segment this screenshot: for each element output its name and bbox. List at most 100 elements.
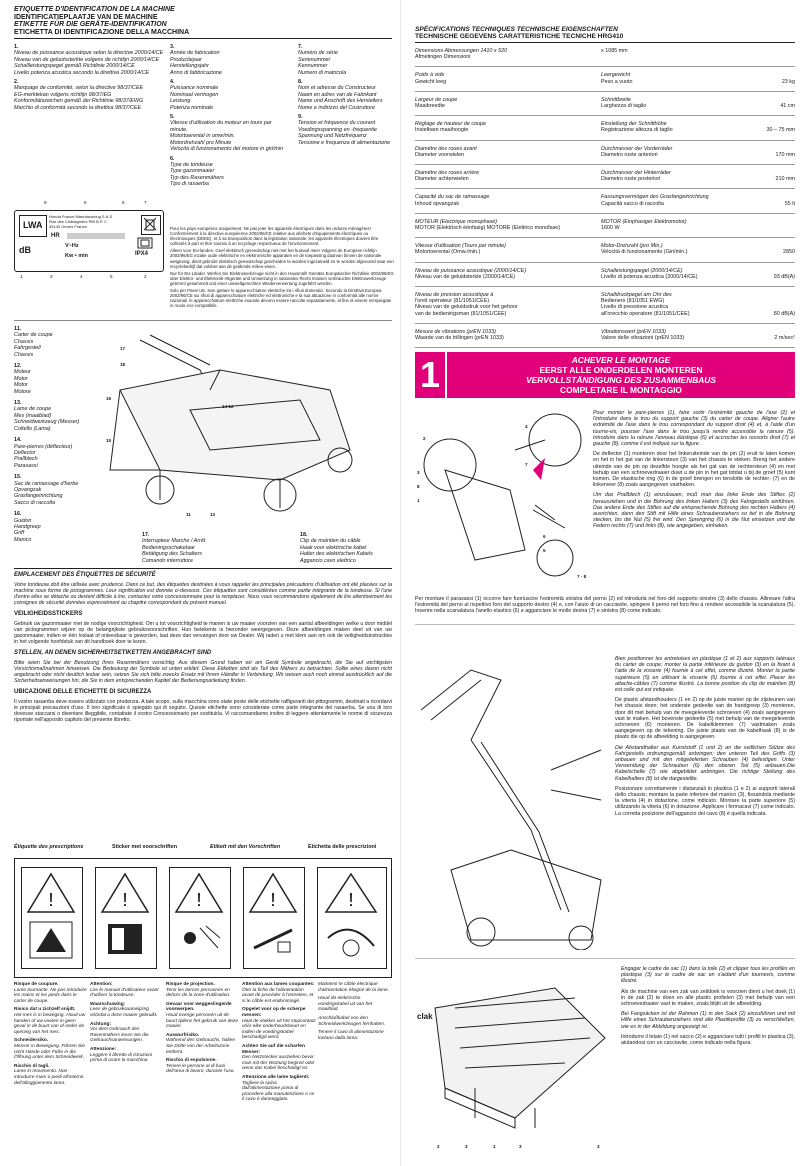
spec-label-line: Capacità sacco di raccolta (601, 200, 664, 207)
svg-text:!: ! (270, 890, 275, 910)
warning-body: Lees de gebruiksaanwijzing vóórdat u dez… (90, 1007, 158, 1018)
step2-de: Die Abstandhalter aus Kunststoff (1 und … (615, 744, 795, 782)
step3-de: Bei Fangsäcken ist der Rahmen (1) in den… (621, 1011, 795, 1030)
spec-label-line: Diamètre des roues arrière (415, 170, 480, 176)
spec-label-alt: MOTOR (Einphasiger Elektromotor)1600 W (601, 219, 741, 231)
spec-label-line: Waarde van de trillingen (prEN 1033) (415, 335, 504, 341)
warning-body: Tenere le persone al di fuori dell'area … (166, 1063, 235, 1075)
warning-body: Tenir les tierces personnes en dehors de… (166, 987, 231, 999)
warning-body: Ôter la fiche de l'alimentation avant de… (242, 987, 314, 1004)
part-line: Clip de maintien du câble (300, 538, 361, 545)
spec-label-line: Diameter voorwielen (415, 151, 465, 158)
spec-label-alt: Schalleistungspegel (2000/14/CE)Livello … (601, 268, 741, 280)
spec-label-alt: Vibrationswert (prEN 1033)Valore delle v… (601, 329, 741, 341)
part-line: Mes (maaiblad) (14, 412, 52, 419)
id-line: Schallleistungspegel gemäß Richtlinie 20… (14, 63, 135, 70)
spec-label-line: MOTEUR (Electrique monophasé) (415, 218, 498, 225)
safety-text-fr: Votre tondeuse doit être utilisée avec p… (14, 582, 392, 606)
id-line: Tipo di rasaerba (170, 181, 209, 188)
part-number: 11. (14, 326, 22, 332)
double-insulation-icon (137, 237, 153, 249)
spec-label: MOTEUR (Electrique monophasé)MOTOR (Elek… (415, 219, 595, 231)
spec-label-line: Mesure de vibrations (prEN 1033) (415, 328, 496, 335)
warning-body: Houd de elektrische voedingskabel uit va… (318, 996, 373, 1013)
spec-label-line: Motortoerental (Omw./min.) (415, 249, 481, 256)
spec-value: 210 mm (775, 176, 795, 183)
spec-label-line: Instelbare maaihoogte (415, 127, 469, 134)
spec-title-1: SPÉCIFICATIONS TECHNIQUES TECHNISCHE EIG… (415, 26, 618, 33)
spec-label-line: Einstellung der Schnitthöhe (601, 121, 667, 128)
part-line: Motore (14, 388, 31, 395)
warning-heading: Achtung: (90, 1021, 112, 1027)
safety-title-nl: VEILIGHEIDSSTICKERS (14, 611, 83, 617)
svg-text:!: ! (196, 890, 201, 910)
svg-text:!: ! (48, 890, 53, 910)
id-line: 8. (298, 79, 303, 86)
eu-note-de: Nur für EU-Länder. Werfen Sie Elektrower… (170, 270, 394, 286)
id-line: Herstellungsjahr (170, 63, 209, 70)
step2-text: Bien positionner les entretoises en plas… (615, 656, 795, 817)
id-line: Velocità di funzionamento del motore in … (170, 146, 284, 153)
blade-unplug-pictogram: ! (243, 867, 305, 969)
part-number: 15. (14, 474, 22, 481)
part-line: Pare-pierres (déflecteur) (14, 443, 73, 450)
step3-fr: Engager le cadre de sac (1) dans la toil… (621, 966, 795, 985)
fig1-callout: 6 (543, 534, 546, 539)
spec-label-line: Largeur de coupe (415, 96, 458, 103)
banner-line: EERST ALLE ONDERDELEN MONTEREN (539, 365, 703, 375)
spec-label-line: Diameter achterwielen (415, 176, 469, 183)
fig3-callout: 3 (519, 1144, 522, 1149)
id-line: Spannung und Netzfrequenz (298, 133, 367, 140)
title-de: ETIKETTE FÜR DIE GERÄTE-IDENTIFIKATION (14, 21, 167, 28)
warning-column: Risque de coupure.Lame tournante. Ne pas… (14, 982, 88, 1086)
plate-callout: 3 (50, 274, 53, 279)
mower-callout: 17 (120, 346, 126, 351)
spec-label-line: Peso a vuoto (601, 78, 633, 85)
plate-ipx: IPX4 (135, 251, 149, 257)
spec-label: Vitesse d'utilisation (Tours par minute)… (415, 243, 595, 255)
fig1-callout: 7 (525, 462, 528, 467)
id-line: Vitesse d'utilisation du moteur en tours… (170, 120, 272, 133)
part-line: Guidon (14, 517, 32, 524)
spec-row: Mesure de vibrations (prEN 1033)Waarde v… (415, 328, 795, 349)
warning-body: Leggere il libretto di istruzioni prima … (90, 1052, 153, 1064)
spec-label-line: l'oreil opérateur (81/1051/CEE) (415, 298, 490, 305)
svg-text:!: ! (122, 890, 127, 910)
fig1-callout: 3 (417, 470, 420, 475)
warning-body: Lame tournante. Ne pas introduire les ma… (14, 987, 87, 1004)
handle-figure (411, 650, 611, 950)
part-number: 17. (142, 532, 150, 538)
mower-callout: 16 (106, 396, 112, 401)
step2-fr: Bien positionner les entretoises en plas… (615, 656, 795, 694)
svg-text:!: ! (348, 890, 353, 910)
title-nl: IDENTIFICATIEPLAATJE VAN DE MACHINE (14, 13, 158, 21)
warning-body: Houd overige personen uit de buurt tijde… (166, 1012, 239, 1030)
spec-label-line: Velocità di funzionamento (Giri/min.) (601, 249, 688, 256)
part-number: 14. (14, 437, 22, 444)
fig1-callout: 1 (417, 498, 420, 503)
plate-callout: 8 (84, 200, 87, 205)
spec-value: 80 dB(A) (773, 310, 795, 317)
part-line: Haak voor elektrische kabel (300, 544, 367, 551)
spec-label-line: Niveau de puissance acoustique (2000/14/… (415, 267, 527, 274)
plate-kw: Kw • min (65, 253, 89, 259)
warning-heading: Attenzione: (90, 1046, 117, 1052)
id-line: Tensione e frequenza di alimentazione (298, 139, 391, 146)
id-line: Année de fabrication (170, 50, 220, 57)
id-line: Motordrehzahl pro Minute (170, 139, 232, 146)
step3-nl: Als de machine van een zak van zeildoek … (621, 988, 795, 1008)
warning-body: Tenere il cavo di alimentazione lontano … (318, 1030, 384, 1041)
warning-column: Attention aux lames coupantes:Ôter la fi… (242, 982, 316, 1103)
